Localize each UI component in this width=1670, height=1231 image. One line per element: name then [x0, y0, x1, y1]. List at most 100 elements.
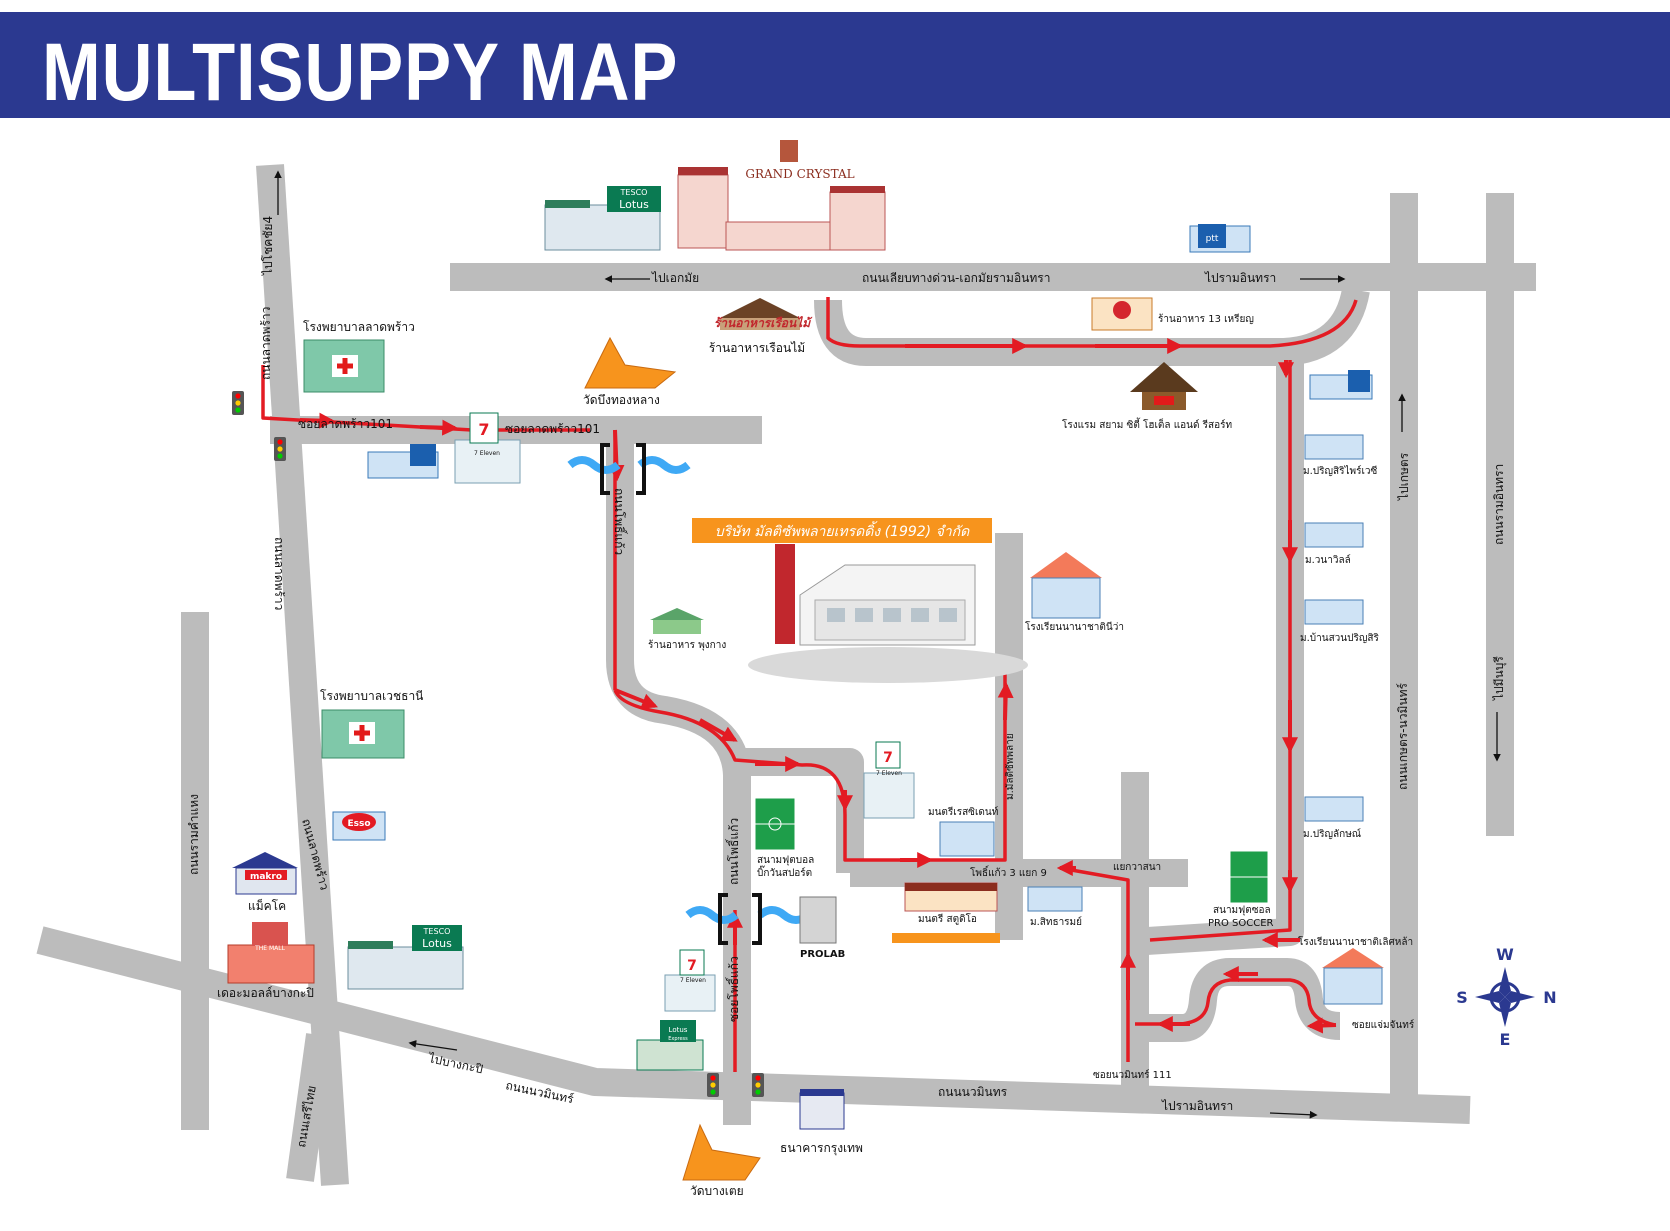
logo-tesco-left: TESCO	[423, 927, 451, 936]
label-futsal-field: สนามฟุตซอล	[1213, 905, 1271, 916]
compass-w: W	[1496, 945, 1514, 964]
label-lertlah-school: โรงเรียนนานาชาติเลิศหล้า	[1298, 935, 1413, 948]
logo-lotus-express: Lotus	[669, 1026, 688, 1034]
road-lat-phrao	[256, 164, 349, 1186]
label-makro: แม็คโค	[248, 898, 286, 913]
label-wanaville: ม.วนาวิลล์	[1305, 554, 1351, 566]
logo-express: Express	[668, 1036, 688, 1042]
landmark-ptt-station-left	[367, 444, 439, 479]
label-vejthani-hospital: โรงพยาบาลเวชธานี	[320, 689, 423, 703]
label-soi-chaem-chan: ซอยแจ่มจันทร์	[1352, 1019, 1415, 1031]
label-wat-bang-toei: วัดบางเตย	[690, 1184, 744, 1198]
landmark-grand-crystal: GRAND CRYSTAL	[677, 140, 886, 251]
label-phungkang-restaurant: ร้านอาหาร พุงกาง	[648, 639, 726, 651]
label-wasana-junction: แยกวาสนา	[1113, 862, 1161, 873]
logo-7eleven-b: 7	[883, 750, 893, 766]
label-to-ramintra-bottom: ไปรามอินทรา	[1161, 1099, 1233, 1113]
header-bar: MULTISUPPY MAP	[0, 12, 1670, 118]
label-bangkok-bank: ธนาคารกรุงเทพ	[780, 1141, 863, 1156]
label-soi-101-a: ซอยลาดพร้าว101	[298, 417, 393, 431]
label-pho-kaeo-lower: ถนนโพธิ์แก้ว	[725, 818, 741, 885]
compass-e: E	[1500, 1030, 1511, 1049]
logo-lotus-top: Lotus	[619, 198, 649, 211]
label-to-chokchai4: ไปโชคชัย4	[261, 216, 275, 276]
label-prinlak: ม.ปริญลักษณ์	[1303, 828, 1361, 840]
landmark-montri-studio: มนตรี สตูดิโอ	[892, 882, 1000, 943]
label-restaurant-13: ร้านอาหาร 13 เหรียญ	[1158, 313, 1254, 325]
label-pho-kaeo-3-9: โพธิ์แก้ว 3 แยก 9	[970, 865, 1047, 879]
logo-7eleven-text-c: 7 Eleven	[680, 977, 706, 984]
label-kaset-nawamin: ถนนเกษตร-นวมินทร์	[1396, 683, 1410, 790]
logo-the-mall: THE MALL	[254, 945, 285, 952]
landmark-vejthani-hospital: โรงพยาบาลเวชธานี	[320, 689, 423, 759]
label-to-ramintra-top: ไปรามอินทรา	[1204, 271, 1276, 285]
logo-7eleven-a: 7	[478, 420, 489, 439]
logo-tesco-top: TESCO	[620, 188, 648, 197]
label-siam-city-hotel: โรงแรม สยาม ซิตี้ โฮเต็ล แอนด์ รีสอร์ท	[1062, 417, 1232, 431]
label-ladphrao-road-top: ถนนลาดพร้าว	[259, 307, 273, 380]
logo-7eleven-c: 7	[687, 958, 697, 974]
logo-esso: Esso	[347, 819, 370, 829]
label-ruen-mai: ร้านอาหารเรือนไม้	[709, 341, 805, 355]
landmark-lotus-express: Lotus Express	[636, 1020, 704, 1071]
logo-7eleven-text-b: 7 Eleven	[876, 770, 902, 777]
label-soi-101-b: ซอยลาดพร้าว101	[505, 422, 600, 436]
landmark-the-mall-bangkapi: THE MALL เดอะมอลล์บางกะปิ	[217, 922, 315, 1000]
traffic-lights	[232, 391, 764, 1097]
label-the-mall-bangkapi: เดอะมอลล์บางกะปิ	[217, 986, 314, 1000]
label-baan-suan-prinsiri: ม.บ้านสวนปริญสิริ	[1300, 632, 1379, 644]
compass-rose: W E S N	[1456, 945, 1556, 1049]
label-montri-residence: มนตรีเรสซิเดนท์	[928, 806, 998, 818]
landmark-montri-residence: มนตรีเรสซิเดนท์	[928, 806, 998, 857]
landmark-ruen-mai-restaurant: ร้านอาหารเรือนไม้ ร้านอาหารเรือนไม้	[709, 298, 813, 355]
label-wat-bueng-thonglang: วัดบึงทองหลาง	[583, 393, 660, 407]
traffic-light-icon	[752, 1073, 764, 1097]
traffic-light-icon	[707, 1073, 719, 1097]
landmark-niva-school: โรงเรียนนานาชาตินีว่า	[1025, 552, 1124, 633]
route-bend	[613, 689, 847, 816]
label-soi-pho-kaeo: ซอยโพธิ์แก้ว	[725, 956, 741, 1022]
traffic-light-icon	[232, 391, 244, 415]
label-pro-soccer: PRO SOCCER	[1208, 918, 1274, 929]
label-ladphrao-mid: ถนนลาดพร้าว	[272, 537, 286, 610]
label-pho-kaeo-upper: ถนนโพธิ์แก้ว	[612, 488, 628, 555]
road-nawamin	[36, 926, 1471, 1124]
logo-makro: makro	[250, 872, 282, 882]
landmark-wat-bueng-thonglang: วัดบึงทองหลาง	[583, 336, 677, 407]
landmark-ladphrao-hospital: โรงพยาบาลลาดพร้าว	[303, 320, 415, 393]
landmark-siam-city-hotel: โรงแรม สยาม ซิตี้ โฮเต็ล แอนด์ รีสอร์ท	[1062, 362, 1232, 431]
route-east-down	[1149, 360, 1292, 942]
label-to-minburi: ไปมีนบุรี	[1492, 656, 1507, 701]
label-sitharom-village: ม.สิทธารมย์	[1030, 916, 1082, 928]
label-soi-nawamin-111: ซอยนวมินทร์ 111	[1093, 1069, 1172, 1081]
direction-arrows	[274, 170, 1501, 1119]
company-banner: บริษัท มัลติซัพพลายเทรดดิ้ง (1992) จำกัด	[692, 518, 992, 543]
landmark-pro-soccer: สนามฟุตซอล PRO SOCCER	[1208, 850, 1274, 929]
landmark-prinlak: ม.ปริญลักษณ์	[1303, 796, 1364, 840]
label-ram-inthra-road: ถนนรามอินทรา	[1492, 464, 1506, 545]
label-montri-studio: มนตรี สตูดิโอ	[918, 912, 977, 925]
landmark-lertlah-school: โรงเรียนนานาชาติเลิศหล้า	[1298, 935, 1413, 1005]
logo-ruen-mai: ร้านอาหารเรือนไม้	[714, 315, 813, 330]
label-niva-school: โรงเรียนนานาชาตินีว่า	[1025, 620, 1124, 633]
landmark-wanaville: ม.วนาวิลล์	[1304, 522, 1364, 566]
label-ram-khamhaeng: ถนนรามคำแหง	[187, 794, 201, 875]
route-north-east	[826, 297, 1358, 348]
label-multisupply-village: ม.มัลติซัพพลาย	[1005, 733, 1016, 800]
landmark-prinsiri-private: ม.ปริญสิริไพร์เวซี	[1303, 434, 1378, 477]
label-prinsiri-private: ม.ปริญสิริไพร์เวซี	[1303, 465, 1378, 477]
landmark-phungkang-restaurant: ร้านอาหาร พุงกาง	[648, 608, 726, 651]
map-title: MULTISUPPY MAP	[42, 27, 679, 118]
label-nawamin-east: ถนนนวมินทร	[938, 1085, 1008, 1099]
landmark-makro: makro แม็คโค	[232, 852, 298, 913]
company-building	[748, 544, 1028, 683]
label-to-ekkamai: ไปเอกมัย	[651, 271, 699, 285]
landmark-football-big-one: สนามฟุตบอล บิ๊กวันสปอร์ต	[754, 797, 814, 879]
logo-grand-crystal: GRAND CRYSTAL	[745, 167, 854, 181]
landmark-prolab: PROLAB	[799, 896, 845, 960]
company-name: บริษัท มัลติซัพพลายเทรดดิ้ง (1992) จำกัด	[715, 521, 970, 540]
landmark-esso-station: Esso	[332, 811, 386, 841]
canal-crossing-north	[567, 443, 691, 495]
